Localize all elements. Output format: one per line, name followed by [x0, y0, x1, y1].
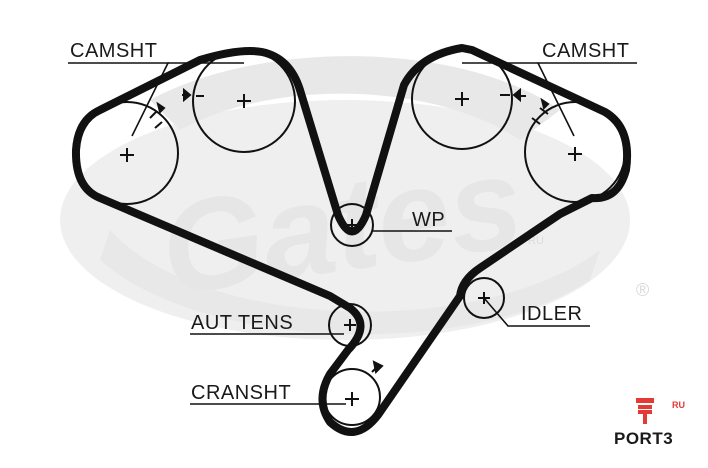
label-idler: IDLER [521, 303, 582, 325]
gates-watermark: Gates ® RU [60, 56, 649, 340]
timing-belt [71, 44, 632, 436]
water-pump-pulley [330, 203, 374, 247]
plus-icon [568, 147, 582, 161]
piston-icon [636, 398, 654, 424]
plus-icon [345, 392, 359, 406]
port3-logo: RU PORT3 [614, 398, 685, 448]
label-water-pump: WP [412, 209, 445, 231]
watermark-ru: RU [528, 235, 544, 247]
plus-icon [237, 94, 251, 108]
watermark-registered: ® [636, 280, 649, 300]
plus-icon [346, 219, 358, 231]
logo-ru: RU [672, 400, 685, 410]
idler-pulley [463, 277, 505, 319]
plus-icon [120, 148, 134, 162]
leader-lines [68, 62, 637, 405]
label-camshaft-left: CAMSHT [70, 40, 157, 62]
plus-icon [344, 319, 356, 331]
label-camshaft-right: CAMSHT [542, 40, 629, 62]
timing-marks [149, 87, 550, 375]
label-auto-tensioner: AUT TENS [191, 312, 293, 334]
logo-text: PORT3 [614, 429, 673, 448]
label-crankshaft: CRANSHT [191, 382, 291, 404]
leader-idler [483, 297, 590, 327]
plus-icon [455, 92, 469, 106]
